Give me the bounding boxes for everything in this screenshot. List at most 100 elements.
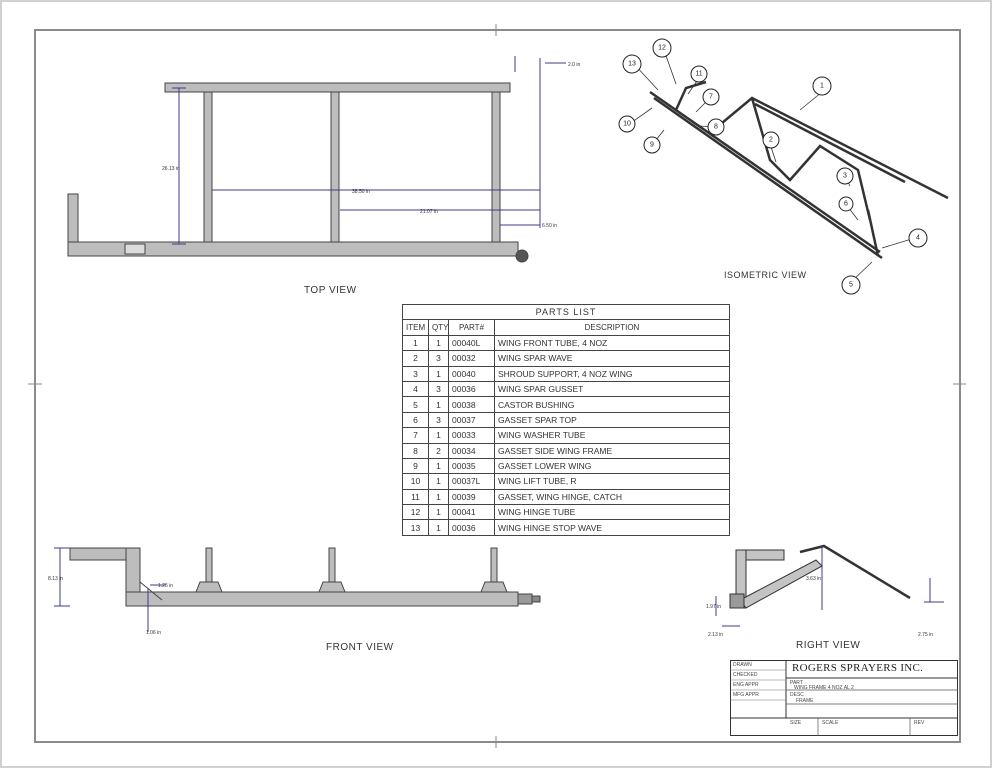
balloon-7 — [702, 88, 720, 106]
dim-right-4: 2.75 in — [918, 632, 933, 638]
balloon-2-num: 2 — [769, 137, 773, 144]
drawing-border — [34, 29, 961, 743]
cell-item: 5 — [402, 396, 429, 413]
balloon-1-num: 1 — [820, 83, 824, 90]
cell-item: 13 — [402, 519, 429, 536]
front-view-label: FRONT VIEW — [326, 642, 394, 653]
right-view-dimensions — [715, 546, 944, 627]
cell-item: 6 — [402, 411, 429, 429]
cell-description: GASSET SIDE WING FRAME — [494, 442, 730, 459]
col-part-number: PART# — [448, 319, 495, 336]
cell-qty: 1 — [428, 488, 449, 506]
cell-item: 1 — [402, 334, 429, 352]
tb-row-4: FRAME — [796, 698, 814, 704]
zone-ticks — [28, 24, 966, 748]
col-description: DESCRIPTION — [494, 319, 730, 336]
tb-label-scale: SCALE — [822, 720, 839, 726]
cell-item: 10 — [402, 473, 429, 490]
top-view-dim-labels: 2.0 in 26.13 in 38.50 in 21.07 in 6.50 i… — [162, 62, 580, 229]
cell-qty: 1 — [428, 473, 449, 490]
cell-part-number: 00040L — [448, 334, 495, 352]
cell-description: GASSET SPAR TOP — [494, 411, 730, 429]
dim-right-3: 2.13 in — [708, 632, 723, 638]
cell-part-number: 00037L — [448, 473, 495, 490]
cell-part-number: 00039 — [448, 488, 495, 506]
cell-part-number: 00036 — [448, 380, 495, 398]
balloon-10 — [618, 115, 636, 133]
right-view-drawing — [729, 544, 911, 609]
cell-description: WING HINGE TUBE — [494, 504, 730, 521]
cell-description: WING HINGE STOP WAVE — [494, 519, 730, 536]
dim-top-3: 38.50 in — [352, 189, 370, 195]
cell-description: WING WASHER TUBE — [494, 427, 730, 444]
cell-part-number: 00033 — [448, 427, 495, 444]
cell-qty: 2 — [428, 442, 449, 459]
right-view-label: RIGHT VIEW — [796, 640, 861, 651]
tb-label-eng-appr: ENG APPR — [733, 682, 759, 688]
cell-part-number: 00035 — [448, 457, 495, 475]
cell-qty: 1 — [428, 365, 449, 382]
balloon-12 — [652, 38, 672, 58]
balloon-1 — [812, 76, 832, 96]
dim-front-1: 8.13 in — [48, 576, 63, 582]
dim-top-4: 21.07 in — [420, 209, 438, 215]
dim-top-5: 6.50 in — [542, 223, 557, 229]
cell-item: 9 — [402, 457, 429, 475]
cell-part-number: 00037 — [448, 411, 495, 429]
cell-description: SHROUD SUPPORT, 4 NOZ WING — [494, 365, 730, 382]
parts-list-title: PARTS LIST — [402, 303, 730, 321]
balloon-4-num: 4 — [916, 235, 920, 242]
dim-right-1: 3.63 in — [806, 576, 821, 582]
tb-row-1: PART — [790, 680, 803, 686]
cell-description: GASSET, WING HINGE, CATCH — [494, 488, 730, 506]
cell-description: WING LIFT TUBE, R — [494, 473, 730, 490]
cell-part-number: 00041 — [448, 504, 495, 521]
title-block-frame — [730, 660, 958, 736]
cell-qty: 1 — [428, 519, 449, 536]
isometric-balloons — [618, 38, 928, 295]
cell-description: WING FRONT TUBE, 4 NOZ — [494, 334, 730, 352]
dim-front-2: 1.25 in — [158, 583, 173, 589]
cell-item: 7 — [402, 427, 429, 444]
tb-row-2: WING FRAME 4 NOZ AL 2 — [794, 685, 854, 691]
top-view-dimensions — [172, 56, 566, 245]
balloon-8 — [707, 118, 725, 136]
cell-qty: 3 — [428, 411, 449, 429]
front-view-drawing — [69, 547, 541, 607]
cell-part-number: 00032 — [448, 350, 495, 367]
balloon-3-num: 3 — [843, 173, 847, 180]
cell-part-number: 00034 — [448, 442, 495, 459]
cell-qty: 3 — [428, 350, 449, 367]
cell-item: 8 — [402, 442, 429, 459]
company-name: ROGERS SPRAYERS INC. — [792, 662, 924, 674]
parts-list-header: ITEM QTY PART# DESCRIPTION — [402, 319, 730, 336]
balloon-7-num: 7 — [709, 94, 713, 101]
balloon-4 — [908, 228, 928, 248]
parts-list-title-row: PARTS LIST — [402, 303, 730, 321]
front-view-dim-labels: 8.13 in 1.25 in 1.06 in — [48, 576, 173, 636]
cell-qty: 1 — [428, 396, 449, 413]
balloon-8-num: 8 — [714, 124, 718, 131]
isometric-view-drawing — [649, 80, 949, 260]
isometric-balloon-numbers: 1 2 3 4 5 6 7 8 9 10 11 12 13 — [623, 45, 920, 289]
balloon-5 — [841, 275, 861, 295]
dim-right-2: 1.97 in — [706, 604, 721, 610]
balloon-13-num: 13 — [628, 61, 636, 68]
cell-part-number: 00040 — [448, 365, 495, 382]
cell-description: WING SPAR WAVE — [494, 350, 730, 367]
cell-part-number: 00038 — [448, 396, 495, 413]
balloon-11-num: 11 — [695, 71, 702, 78]
balloon-3 — [836, 167, 854, 185]
